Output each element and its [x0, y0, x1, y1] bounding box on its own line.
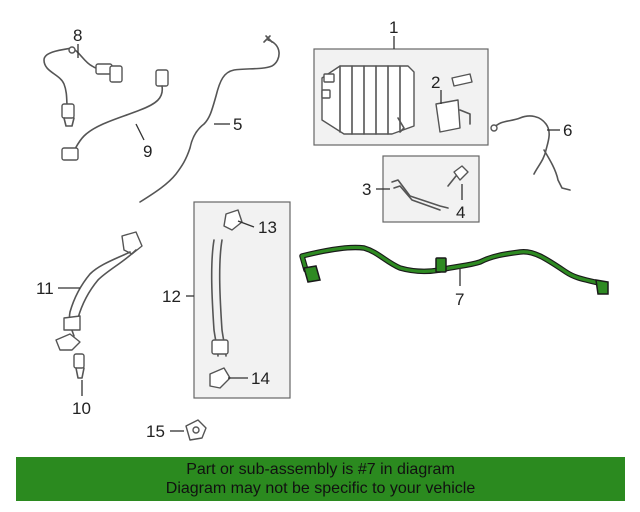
callout-6: 6 [563, 121, 572, 140]
part-5-vapor-tube[interactable] [139, 35, 280, 203]
callout-10: 10 [72, 399, 91, 418]
banner-line-1: Part or sub-assembly is #7 in diagram [186, 461, 455, 478]
hose-assembly-box [193, 201, 291, 399]
part-13-connector[interactable] [223, 209, 243, 231]
callout-11: 11 [36, 279, 54, 298]
callout-12: 12 [162, 287, 181, 306]
part-4-connector[interactable] [447, 165, 469, 187]
callout-8: 8 [73, 26, 82, 45]
part-2-vent-valve[interactable] [435, 73, 473, 133]
callout-9: 9 [143, 142, 152, 161]
callout-15: 15 [146, 422, 165, 441]
banner-line-2: Diagram may not be specific to your vehi… [165, 480, 476, 497]
part-12-hose[interactable] [210, 239, 229, 357]
part-15-clip[interactable] [185, 419, 207, 441]
leader-lines [58, 36, 560, 432]
part-10-sensor[interactable] [73, 353, 85, 379]
info-banner: Part or sub-assembly is #7 in diagram Di… [16, 457, 625, 501]
part-6-vapor-hose[interactable] [490, 115, 571, 191]
part-9-oxygen-sensor[interactable] [61, 69, 169, 161]
part-7-vapor-line[interactable] [299, 244, 609, 295]
callout-2: 2 [431, 73, 440, 92]
callout-1: 1 [389, 18, 398, 37]
part-8-oxygen-sensor[interactable] [43, 46, 123, 127]
part-1-evap-canister[interactable] [321, 65, 415, 135]
callout-4: 4 [456, 203, 465, 222]
part-14-connector[interactable] [209, 367, 231, 389]
part-11-vapor-hose[interactable] [55, 231, 143, 351]
callout-3: 3 [362, 180, 371, 199]
callout-5: 5 [233, 115, 242, 134]
callout-14: 14 [251, 369, 270, 388]
callout-7: 7 [455, 290, 464, 309]
callout-13: 13 [258, 218, 277, 237]
part-3-vapor-tube[interactable] [391, 179, 449, 211]
